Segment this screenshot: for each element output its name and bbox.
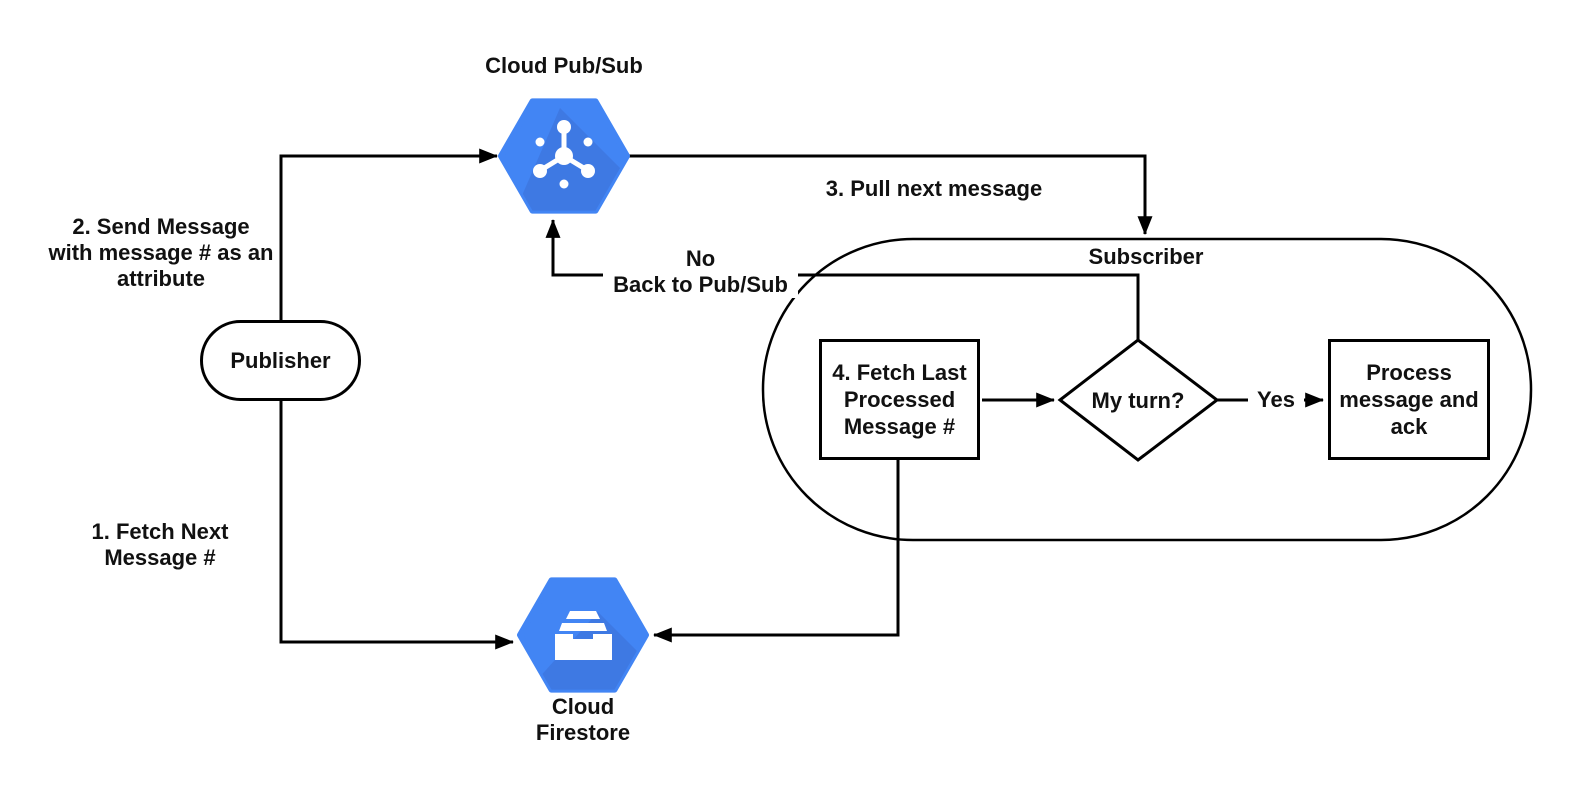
edge-label-fetch-next: 1. Fetch Next Message # [91,519,229,570]
edge-pubsub-to-subscriber [628,154,1153,235]
fetch-last-processed-box: 4. Fetch Last Processed Message # [819,339,980,460]
firestore-hexagon-icon [517,577,649,693]
edge-publisher-to-firestore [279,400,514,650]
edge-no-back-to-pubsub [545,219,1140,341]
process-message-ack-label: Process message and ack [1339,360,1479,439]
subscriber-label: Subscriber [1088,244,1204,269]
edge-label-yes: Yes [1248,387,1304,413]
my-turn-diamond [1057,338,1220,462]
pubsub-hexagon-icon [498,98,630,214]
firestore-glyph [555,611,612,660]
publisher-node: Publisher [200,320,361,401]
edge-publisher-to-pubsub [279,148,498,320]
edge-label-send-message: 2. Send Message with message # as an att… [48,214,274,291]
subscriber-container [761,237,1533,542]
cloud-firestore-label: Cloud Firestore [535,694,631,745]
publisher-label: Publisher [230,347,331,373]
edge-label-no-back: No Back to Pub/Sub [603,246,798,298]
edge-fetchlast-to-firestore [653,459,900,643]
edge-label-pull-next: 3. Pull next message [825,176,1043,201]
process-message-ack-box: Process message and ack [1328,339,1490,460]
cloud-pubsub-label: Cloud Pub/Sub [485,53,643,78]
my-turn-label: My turn? [1091,388,1185,413]
fetch-last-processed-label: 4. Fetch Last Processed Message # [832,360,967,439]
